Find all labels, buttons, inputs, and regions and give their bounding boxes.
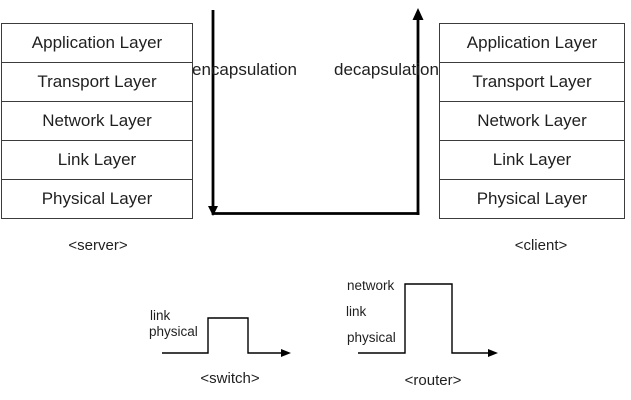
client-layer-transport: Transport Layer	[440, 63, 624, 102]
switch-physical-label: physical	[149, 324, 198, 339]
server-layer-physical: Physical Layer	[41, 189, 153, 208]
client-layer-network: Network Layer	[440, 102, 624, 141]
router-caption: <router>	[404, 372, 462, 389]
router-network-label: network	[347, 278, 395, 293]
server-stack: Application Layer Transport Layer Networ…	[1, 23, 193, 219]
client-stack: Application Layer Transport Layer Networ…	[439, 23, 625, 219]
encapsulation-label: encapsulation	[192, 60, 297, 79]
router-physical-label: physical	[347, 330, 396, 345]
switch-caption: <switch>	[200, 370, 260, 387]
client-caption: <client>	[514, 237, 568, 254]
server-layer-transport: Transport Layer	[2, 63, 192, 102]
server-layer-network: Network Layer	[2, 102, 192, 141]
switch-link-label: link	[150, 308, 171, 323]
decapsulation-label: decapsulation	[334, 60, 439, 79]
encapsulation-arrowhead	[208, 206, 218, 216]
router-link-label: link	[346, 304, 367, 319]
decapsulation-arrowhead	[412, 8, 424, 20]
server-layer-link: Link Layer	[2, 141, 192, 180]
router-arrowhead	[488, 349, 498, 357]
server-caption: <server>	[68, 237, 128, 254]
switch-arrowhead	[281, 349, 291, 357]
client-layer-physical: Physical Layer	[476, 189, 588, 208]
server-layer-application: Application Layer	[2, 24, 192, 63]
client-layer-application: Application Layer	[440, 24, 624, 63]
client-layer-link: Link Layer	[440, 141, 624, 180]
